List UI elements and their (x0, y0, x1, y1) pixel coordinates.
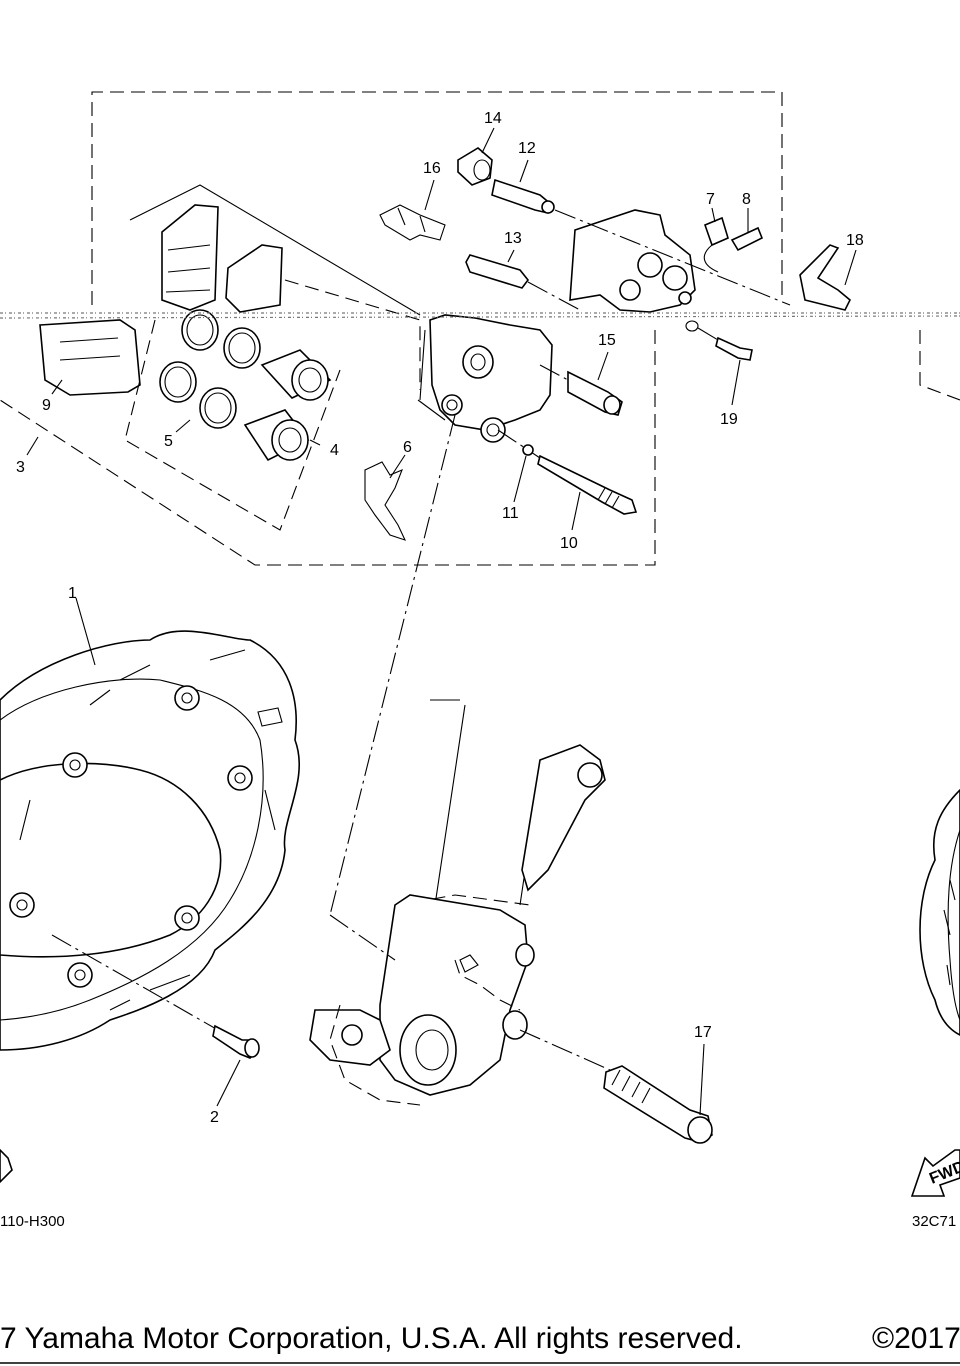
leader-lines (26, 127, 857, 1116)
callout-3: 3 (16, 459, 25, 476)
callout-14: 14 (484, 110, 502, 127)
pad-springs (364, 204, 446, 541)
callout-16: 16 (423, 160, 441, 177)
disc-bolt (212, 1024, 260, 1059)
callout-18: 18 (846, 232, 864, 249)
callout-13: 13 (504, 230, 522, 247)
illustration-code-left: 110-H300 (0, 1213, 65, 1230)
callout-labels: 1 2 3 4 5 6 7 8 9 10 11 12 13 14 15 16 1… (16, 110, 864, 1126)
callout-11: 11 (502, 505, 519, 522)
fwd-arrow-left (0, 1148, 13, 1184)
brake-disc (0, 630, 300, 1051)
partial-disc-right (919, 788, 960, 1036)
caliper-body (417, 209, 696, 443)
callout-5: 5 (164, 433, 173, 450)
assembly-boundary (0, 91, 960, 566)
front-fork (309, 699, 606, 1106)
callout-2: 2 (210, 1109, 219, 1126)
axle-holder-bolt (519, 1029, 713, 1144)
callout-17: 17 (694, 1024, 712, 1041)
callout-9: 9 (42, 397, 51, 414)
mounting-centerline (329, 414, 456, 916)
callout-19: 19 (720, 411, 738, 428)
pins-and-bolts (457, 147, 791, 515)
callout-12: 12 (518, 140, 536, 157)
scan-seam (0, 312, 960, 319)
bracket (799, 244, 851, 311)
fwd-arrow-right: FWD (910, 1149, 960, 1197)
illustration-code-right: 32C71 (912, 1213, 956, 1230)
callout-7: 7 (706, 191, 715, 208)
copyright-left: 7 Yamaha Motor Corporation, U.S.A. All r… (0, 1322, 743, 1355)
seal-kit-and-pistons (124, 309, 341, 531)
callout-15: 15 (598, 332, 616, 349)
copyright-right: ©2017 (872, 1322, 960, 1355)
callout-4: 4 (330, 442, 339, 459)
callout-1: 1 (68, 585, 77, 602)
brake-pad-assembly (39, 184, 421, 396)
mounting-centerline-tail (329, 914, 396, 961)
callout-10: 10 (560, 535, 578, 552)
callout-8: 8 (742, 191, 751, 208)
callout-6: 6 (403, 439, 412, 456)
